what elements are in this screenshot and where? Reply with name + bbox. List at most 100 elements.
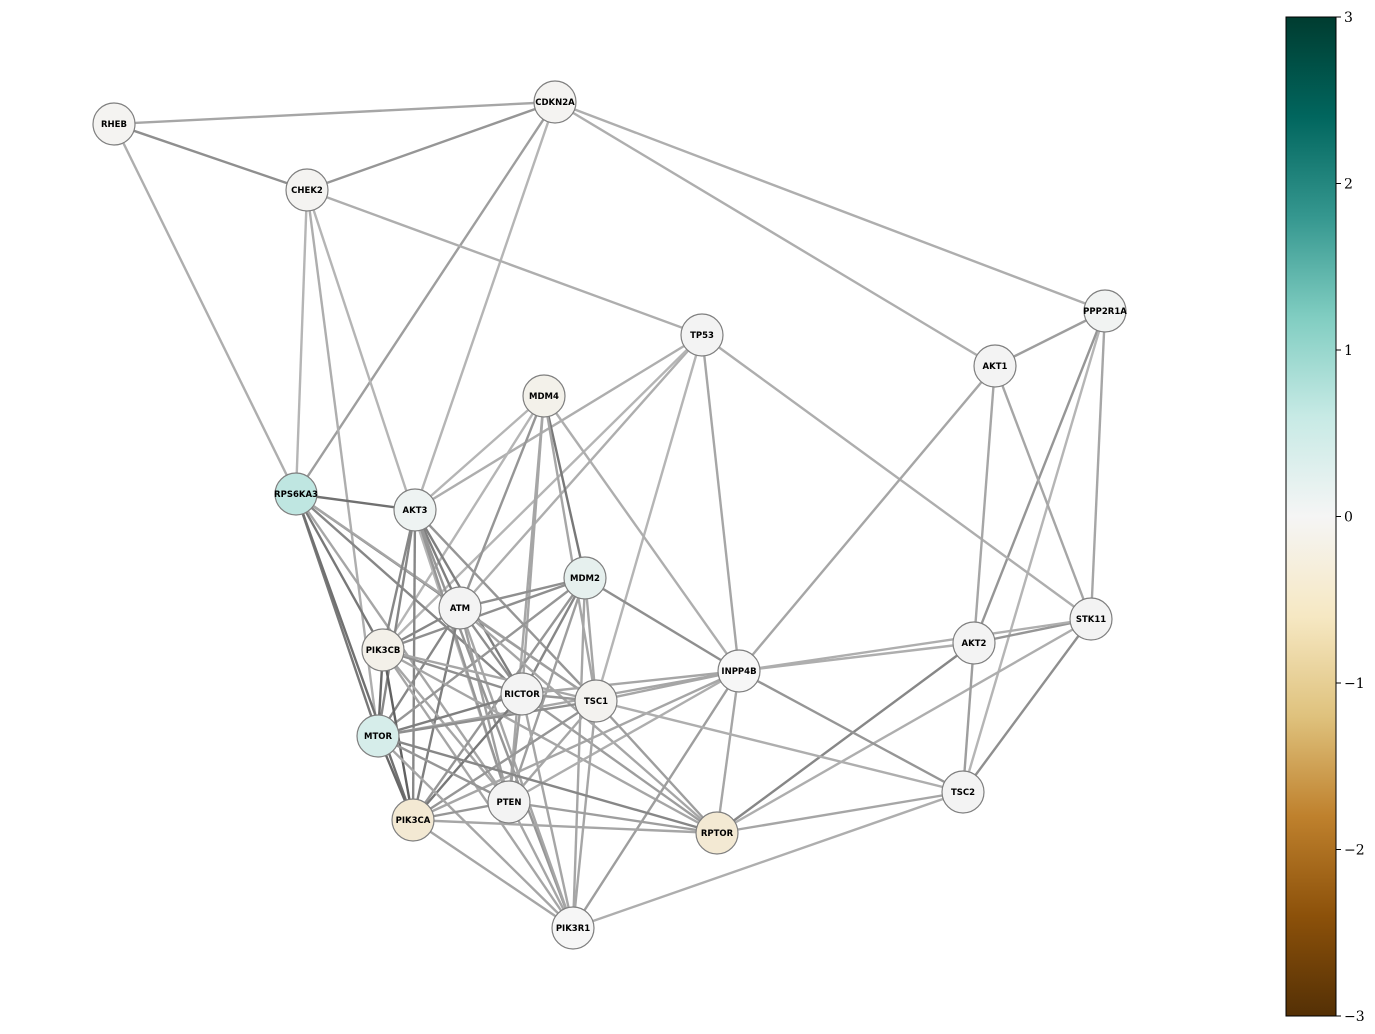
node-label: MDM2 xyxy=(570,574,600,584)
node-label: PTEN xyxy=(497,798,522,808)
edge-rictor-rptor xyxy=(521,693,718,834)
edge-akt3-pik3ca xyxy=(411,509,417,821)
edge-inpp4b-tsc2 xyxy=(738,669,964,794)
edge-akt2-rptor xyxy=(716,642,975,834)
edge-tsc2-rptor xyxy=(716,790,964,835)
node-tp53[interactable]: TP53 xyxy=(680,313,724,357)
node-rheb[interactable]: RHEB xyxy=(92,102,136,146)
node-tsc2[interactable]: TSC2 xyxy=(941,770,985,814)
edge-akt3-pik3cb xyxy=(381,509,417,651)
edge-akt1-inpp4b xyxy=(738,365,996,672)
node-stk11[interactable]: STK11 xyxy=(1069,597,1113,641)
node-circle xyxy=(438,586,482,630)
node-atm[interactable]: ATM xyxy=(438,586,482,630)
node-label: PIK3R1 xyxy=(556,924,590,934)
node-label: MDM4 xyxy=(529,392,559,402)
edge-pten-rptor xyxy=(508,800,718,835)
edge-pik3cb-rptor xyxy=(382,648,718,835)
colorbar-tick-label: 0 xyxy=(1344,510,1353,526)
node-circle xyxy=(391,798,435,842)
node-circle xyxy=(952,621,996,665)
edge-atm-tsc1 xyxy=(459,607,597,702)
edge-tp53-atm xyxy=(459,334,703,609)
node-label: CHEK2 xyxy=(291,186,323,196)
node-label: RHEB xyxy=(101,120,127,130)
node-label: MTOR xyxy=(364,732,392,742)
edge-mdm2-inpp4b xyxy=(584,576,740,673)
colorbar-tick-label: −2 xyxy=(1344,843,1365,859)
node-pik3r1[interactable]: PIK3R1 xyxy=(551,906,595,950)
edge-atm-pik3r1 xyxy=(458,607,575,929)
node-circle xyxy=(1069,597,1113,641)
node-label: TSC1 xyxy=(584,697,608,707)
edge-stk11-inpp4b xyxy=(738,617,1092,673)
edge-tsc1-rptor xyxy=(595,700,718,834)
edge-inpp4b-pik3ca xyxy=(412,669,740,822)
edge-mdm4-pik3cb xyxy=(381,395,546,651)
edge-mdm2-rictor xyxy=(520,577,587,695)
edge-tp53-inpp4b xyxy=(700,334,741,672)
edge-stk11-tsc2 xyxy=(962,618,1092,793)
edge-tsc1-tsc2 xyxy=(595,699,964,794)
edge-akt3-mtor xyxy=(376,509,417,737)
node-akt1[interactable]: AKT1 xyxy=(973,344,1017,388)
edge-akt1-stk11 xyxy=(993,365,1093,620)
edge-cdkn2a-rps6ka3 xyxy=(294,101,557,495)
node-circle xyxy=(1083,289,1127,333)
node-label: CDKN2A xyxy=(535,98,575,108)
edge-mdm2-mtor xyxy=(377,577,586,737)
edge-inpp4b-pik3r1 xyxy=(571,670,741,929)
node-rictor[interactable]: RICTOR xyxy=(500,672,544,716)
edge-cdkn2a-akt3 xyxy=(413,101,557,511)
edge-atm-mtor xyxy=(376,607,462,737)
node-circle xyxy=(533,80,577,124)
edge-ppp2r1a-tsc2 xyxy=(961,310,1107,793)
edge-rheb-cdkn2a xyxy=(113,100,556,126)
node-mtor[interactable]: MTOR xyxy=(356,714,400,758)
edge-rheb-chek2 xyxy=(113,122,308,192)
node-mdm2[interactable]: MDM2 xyxy=(563,556,607,600)
node-inpp4b[interactable]: INPP4B xyxy=(717,649,761,693)
node-akt2[interactable]: AKT2 xyxy=(952,621,996,665)
edge-tp53-akt3 xyxy=(414,333,703,512)
edge-chek2-rps6ka3 xyxy=(294,189,309,495)
node-rps6ka3[interactable]: RPS6KA3 xyxy=(274,472,318,516)
edge-tp53-stk11 xyxy=(701,334,1092,620)
node-label: ATM xyxy=(450,604,470,614)
edge-inpp4b-pten xyxy=(508,669,740,804)
edge-mtor-pik3r1 xyxy=(377,735,574,929)
node-circle xyxy=(680,313,724,357)
edge-akt3-pik3r1 xyxy=(413,509,575,929)
node-circle xyxy=(563,556,607,600)
node-rptor[interactable]: RPTOR xyxy=(695,811,739,855)
edge-rictor-mtor xyxy=(377,692,523,738)
node-pik3ca[interactable]: PIK3CA xyxy=(391,798,435,842)
node-akt3[interactable]: AKT3 xyxy=(393,488,437,532)
edge-tp53-pik3cb xyxy=(382,334,703,651)
node-tsc1[interactable]: TSC1 xyxy=(574,679,618,723)
edge-mdm2-pik3cb xyxy=(382,576,586,652)
edge-inpp4b-rictor xyxy=(521,669,740,696)
node-circle xyxy=(356,714,400,758)
node-label: RICTOR xyxy=(504,690,540,700)
node-mdm4[interactable]: MDM4 xyxy=(522,374,566,418)
node-pten[interactable]: PTEN xyxy=(487,780,531,824)
edge-mdm4-inpp4b xyxy=(543,395,740,672)
edge-mdm4-akt3 xyxy=(414,395,545,511)
colorbar-tick-label: −3 xyxy=(1344,1009,1365,1025)
node-cdkn2a[interactable]: CDKN2A xyxy=(533,80,577,124)
edge-akt2-inpp4b xyxy=(738,641,975,673)
edge-mtor-pten xyxy=(377,734,510,804)
node-circle xyxy=(574,679,618,723)
edge-mdm4-tsc1 xyxy=(542,395,598,702)
node-label: STK11 xyxy=(1076,615,1106,625)
node-ppp2r1a[interactable]: PPP2R1A xyxy=(1083,289,1127,333)
edge-tp53-tsc1 xyxy=(594,334,704,702)
edge-cdkn2a-akt1 xyxy=(554,100,996,368)
node-circle xyxy=(361,628,405,672)
node-label: AKT2 xyxy=(962,639,987,649)
node-pik3cb[interactable]: PIK3CB xyxy=(361,628,405,672)
node-chek2[interactable]: CHEK2 xyxy=(285,168,329,212)
